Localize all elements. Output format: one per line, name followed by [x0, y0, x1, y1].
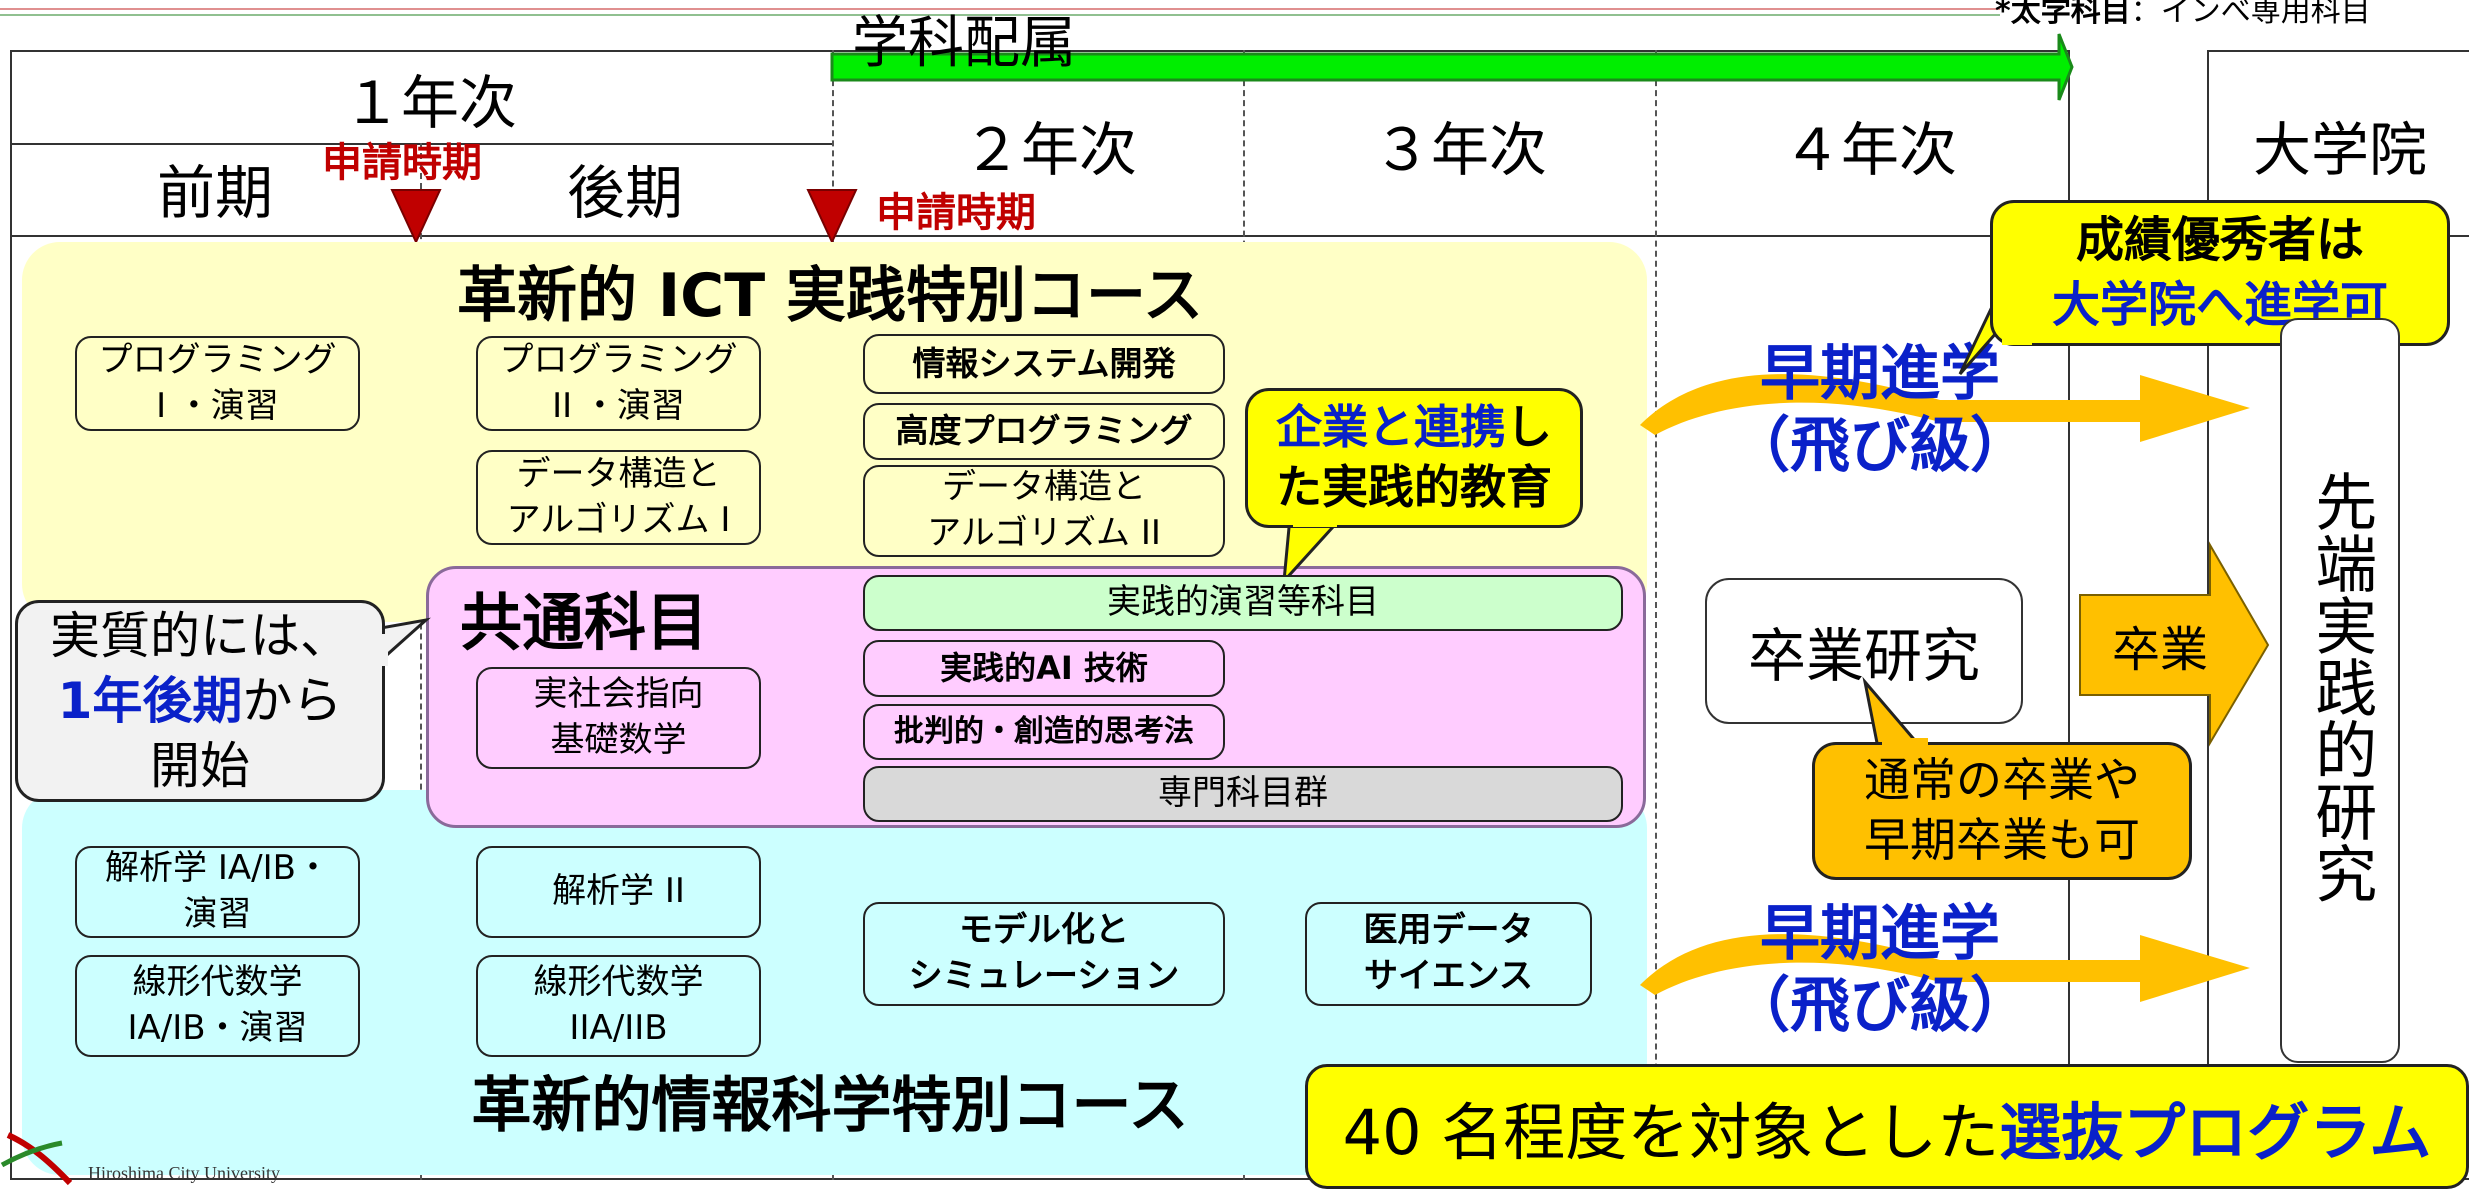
subject-modeling-simulation: モデル化と シミュレーション: [863, 902, 1225, 1006]
header-bottom-line: [10, 235, 2469, 237]
subject-analysis-1: 解析学 IA/IB・ 演習: [75, 846, 360, 938]
subject-critical-thinking: 批判的・創造的思考法: [863, 704, 1225, 760]
subject-medical-data-science: 医用データ サイエンス: [1305, 902, 1592, 1006]
graduation-arrow-icon: [2079, 541, 2270, 747]
top-rule-green: [0, 14, 2000, 16]
subject-linear-algebra-1: 線形代数学 IA/IB・演習: [75, 955, 360, 1057]
industry-callout-tail-cover: [1293, 519, 1337, 527]
normal-grad-callout-tail-cover: [1882, 738, 1928, 747]
subject-practical-ai: 実践的AI 技術: [863, 640, 1225, 697]
dept-assignment-arrow: [830, 33, 2074, 101]
left-callout: 実質的には、1年後期から開始: [15, 600, 385, 802]
col-line-half: [420, 143, 422, 1180]
top-note: *太学科目：インべ専用科目: [1995, 0, 2371, 29]
dept-assignment-label: 学科配属: [852, 11, 1076, 76]
early-advance-lower: 早期進学（飛び級）: [1730, 899, 2030, 1041]
second-half-label: 後期: [566, 158, 683, 227]
col-line-y3: [1655, 50, 1657, 1180]
subject-data-structures-1: データ構造と アルゴリズム I: [476, 450, 761, 545]
col-line-y4: [2068, 50, 2070, 1180]
common-subjects-title: 共通科目: [460, 586, 709, 659]
application-marker-1-icon: [390, 189, 442, 245]
ict-course-title: 革新的 ICT 実践特別コース: [456, 260, 1204, 331]
university-logo-text: Hiroshima City University: [88, 1163, 280, 1183]
subject-advanced-programming: 高度プログラミング: [863, 403, 1225, 460]
early-advance-arrow-upper-icon: [1640, 374, 2250, 442]
early-advance-arrow-lower-icon: [1640, 934, 2250, 1002]
industry-callout: 企業と連携し た実践的教育: [1245, 388, 1583, 528]
subject-real-world-math: 実社会指向 基礎数学: [476, 667, 761, 769]
application-marker-2-icon: [806, 189, 858, 245]
graduation-label: 卒業: [2111, 622, 2208, 678]
advanced-research-box: [2280, 318, 2400, 1063]
application-label-1: 申請時期: [322, 140, 482, 186]
subject-programming-2: プログラミング II ・演習: [476, 336, 761, 431]
subject-info-system-dev: 情報システム開発: [863, 334, 1225, 394]
year2-label: ２年次: [962, 116, 1137, 184]
info-course-title: 革新的情報科学特別コース: [471, 1070, 1189, 1141]
subject-practical-exercises: 実践的演習等科目: [863, 575, 1623, 631]
subject-linear-algebra-2: 線形代数学 IIA/IIB: [476, 955, 761, 1057]
year4-label: ４年次: [1782, 116, 1957, 184]
normal-grad-callout: 通常の卒業や 早期卒業も可: [1812, 742, 2192, 880]
subject-programming-1: プログラミング I ・演習: [75, 336, 360, 431]
top-rule-red: [0, 8, 2000, 10]
university-logo-icon: [0, 1132, 73, 1186]
subject-data-structures-2: データ構造と アルゴリズム II: [863, 465, 1225, 557]
year3-label: ３年次: [1372, 116, 1547, 184]
first-half-label: 前期: [156, 158, 273, 227]
left-callout-tail-cover: [380, 634, 388, 666]
honors-callout-tail-cover: [2002, 336, 2032, 345]
graduate-label: 大学院: [2252, 116, 2427, 184]
selection-program-banner: 40 名程度を対象とした選抜プログラム: [1305, 1064, 2469, 1189]
subject-analysis-2: 解析学 II: [476, 846, 761, 938]
graduation-research-box: 卒業研究: [1705, 578, 2023, 724]
subject-specialized-group: 専門科目群: [863, 766, 1623, 822]
advanced-research-label: 先端実践的研究: [2304, 470, 2378, 904]
year1-label: １年次: [342, 69, 517, 137]
application-label-2: 申請時期: [876, 190, 1036, 236]
